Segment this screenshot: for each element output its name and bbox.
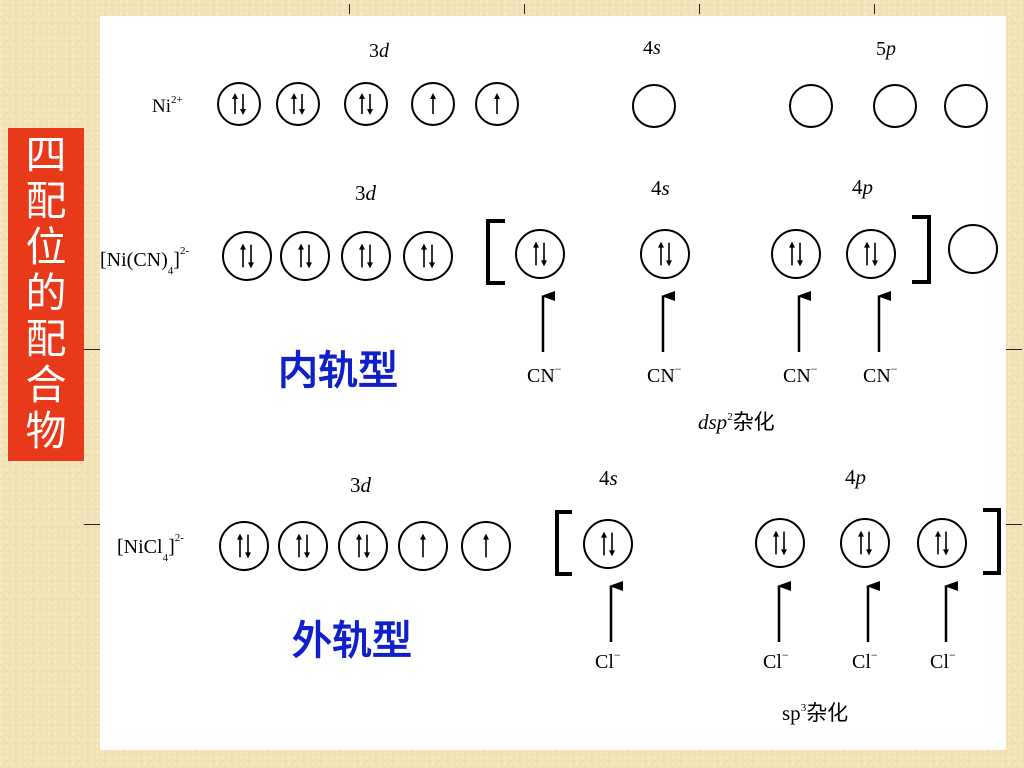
cl-complex-formula: [NiCl4]2- [117, 532, 184, 564]
cl-orbital-4 [398, 521, 448, 571]
ni2-orbital-4 [411, 82, 455, 126]
ni2-3d-label: 3d [369, 40, 390, 62]
cl-3d-label: 3d [350, 473, 372, 497]
cn-ligand-label-3: CN− [783, 362, 818, 387]
cl-bracket-left [555, 510, 572, 576]
cn-orbital-5 [515, 229, 565, 279]
ni2-label: Ni2+ [152, 94, 183, 117]
diagram-panel [100, 16, 1006, 750]
cl-orbital-2 [278, 521, 328, 571]
cl-4s-label: 4s [599, 466, 618, 490]
cl-orbital-8 [840, 518, 890, 568]
cl-ligand-label-3: Cl− [852, 648, 878, 673]
cl-orbital-6 [583, 519, 633, 569]
cn-hybrid-label: dsp2杂化 [698, 410, 775, 434]
cl-orbital-9 [917, 518, 967, 568]
row-cn-complex: [Ni(CN)4]2- 3d 4s 4p CN− CN− CN− CN− 内轨型 ds… [100, 175, 998, 434]
cn-complex-formula: [Ni(CN)4]2- [100, 245, 189, 277]
cn-bracket-left [486, 219, 505, 285]
cl-orbital-5 [461, 521, 511, 571]
row-ni2: Ni2+ 3d 4s 5p [152, 37, 988, 128]
cn-orbital-7 [771, 229, 821, 279]
cl-ligand-label-1: Cl− [595, 648, 621, 673]
cn-orbital-9 [948, 224, 998, 274]
cn-4s-label: 4s [651, 176, 670, 200]
cn-orbital-8 [846, 229, 896, 279]
ni2-orbital-8 [873, 84, 917, 128]
ni2-orbital-1 [217, 82, 261, 126]
cl-orbital-7 [755, 518, 805, 568]
cn-orbital-1 [222, 231, 272, 281]
row-cl-complex: [NiCl4]2- 3d 4s 4p Cl− Cl− Cl− Cl− 外轨型 sp3杂… [117, 465, 1001, 725]
cn-orbital-4 [403, 231, 453, 281]
cl-orbital-3 [338, 521, 388, 571]
cn-orbital-2 [280, 231, 330, 281]
cl-hybrid-label: sp3杂化 [782, 701, 848, 725]
cn-4p-label: 4p [852, 175, 873, 199]
ni2-orbital-9 [944, 84, 988, 128]
cl-4p-label: 4p [845, 465, 866, 489]
cl-type-label: 外轨型 [292, 618, 412, 664]
cn-3d-label: 3d [355, 181, 377, 205]
ni2-4s-label: 4s [643, 37, 661, 59]
cl-ligand-label-2: Cl− [763, 648, 789, 673]
ni2-orbital-6 [632, 84, 676, 128]
cn-type-label: 内轨型 [278, 348, 398, 394]
cn-orbital-6 [640, 229, 690, 279]
cn-bracket-right [912, 215, 931, 284]
cl-orbital-1 [219, 521, 269, 571]
ni2-orbital-3 [344, 82, 388, 126]
cl-bracket-right [983, 508, 1001, 575]
ni2-orbital-7 [789, 84, 833, 128]
cl-ligand-label-4: Cl− [930, 648, 956, 673]
ni2-orbital-2 [276, 82, 320, 126]
cn-ligand-label-2: CN− [647, 362, 682, 387]
side-title: 四配位的配合物 [8, 128, 84, 461]
cn-ligand-label-4: CN− [863, 362, 898, 387]
cn-ligand-label-1: CN− [527, 362, 562, 387]
ni2-5p-label: 5p [876, 38, 896, 60]
cn-orbital-3 [341, 231, 391, 281]
ni2-orbital-5 [475, 82, 519, 126]
